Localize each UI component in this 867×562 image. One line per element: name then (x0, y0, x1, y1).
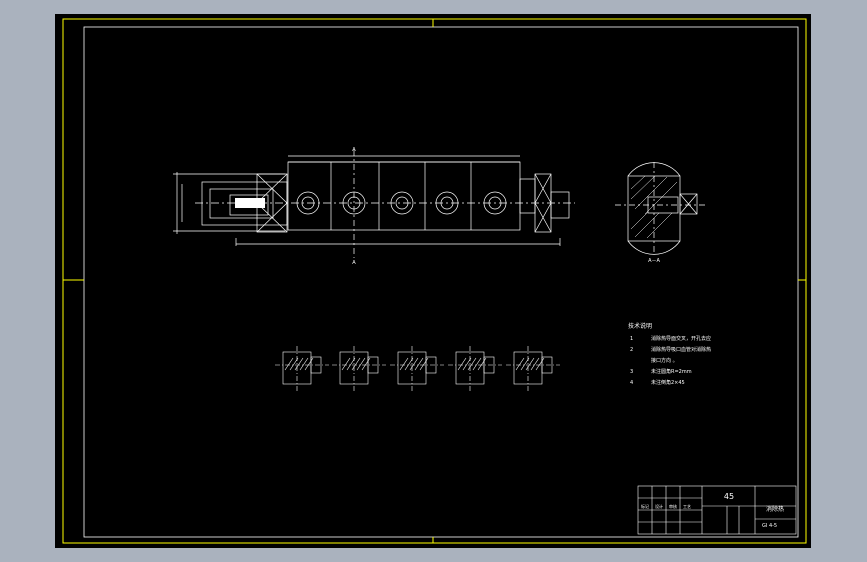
tb-cell-a: 标记 (641, 503, 649, 509)
note-text: 消除热导吸口血管对消除热 (651, 346, 711, 353)
section-view (615, 162, 705, 255)
section-mark-top: A (352, 147, 356, 153)
material-value: 45 (724, 492, 734, 501)
drawing-canvas: A A A－A 技术说明 1 消除热导面交叉，开孔去应 2 消除热导吸口血管对消除热接… (55, 14, 811, 548)
detail-section-5 (506, 346, 560, 392)
note-text: 未注圆角R=2mm (651, 368, 692, 375)
notes-title: 技术说明 (628, 322, 652, 330)
tb-cell-c: 审核 (669, 503, 677, 509)
note-number: 1 (630, 336, 633, 342)
detail-section-1 (275, 346, 329, 392)
tb-cell-d: 工艺 (683, 504, 691, 509)
cad-drawing: A A A－A 技术说明 1 消除热导面交叉，开孔去应 2 消除热导吸口血管对消除热接… (62, 18, 807, 544)
rod-hatch (235, 198, 265, 208)
note-number: 4 (630, 380, 633, 386)
centering-marks (63, 19, 806, 543)
inner-frame (83, 26, 799, 538)
title-block (637, 485, 797, 535)
section-view-label: A－A (648, 258, 660, 264)
drawing-number: GI 4-5 (762, 523, 777, 529)
section-mark-bottom: A (352, 260, 356, 266)
detail-section-4 (448, 346, 502, 392)
section-hatch (630, 175, 678, 239)
note-text: 未注倒角2×45 (651, 379, 685, 386)
part-name: 消除热 (766, 505, 784, 513)
outer-border (62, 18, 807, 544)
note-number: 2 (630, 347, 633, 353)
detail-section-3 (390, 346, 444, 392)
note-text: 接口方向 。 (651, 357, 678, 364)
detail-section-2 (332, 346, 386, 392)
detail-sections (275, 346, 560, 392)
note-text: 消除热导面交叉，开孔去应 (651, 335, 711, 342)
tb-cell-b: 设计 (655, 503, 663, 509)
main-view (173, 150, 575, 258)
note-number: 3 (630, 369, 633, 375)
